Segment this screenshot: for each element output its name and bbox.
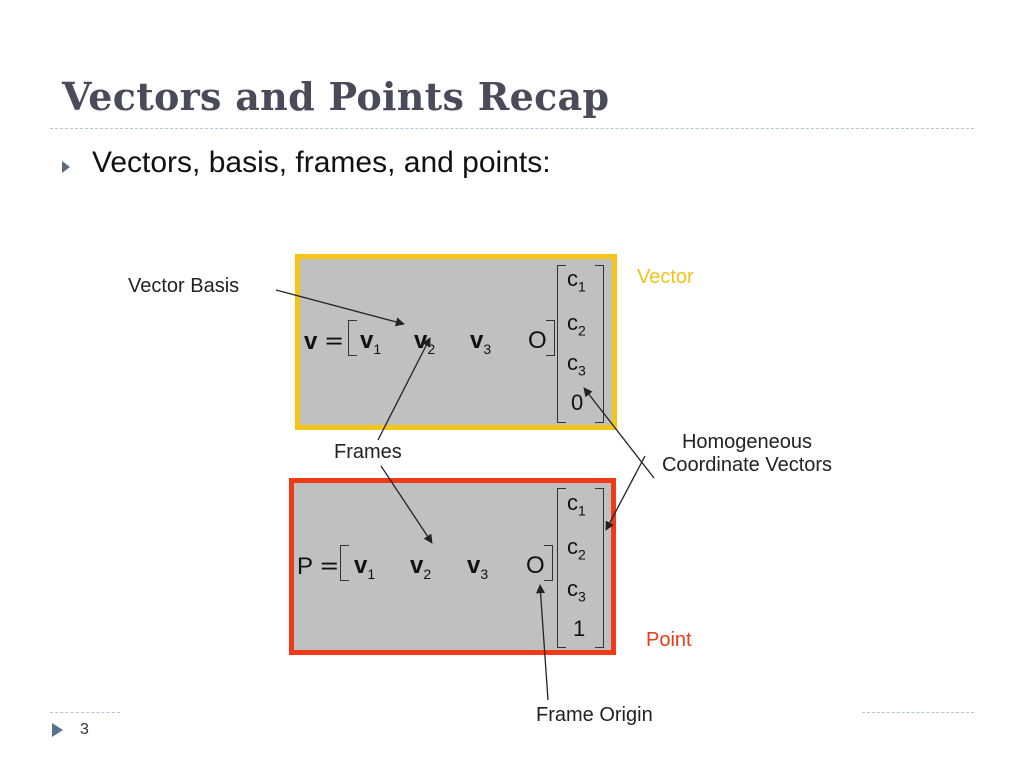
vector-coord-c3: c3 [567, 350, 586, 379]
vector-coord-w: 0 [571, 390, 584, 415]
frames-label: Frames [334, 441, 402, 463]
point-basis-v2: v2 [410, 552, 432, 582]
slide-title: Vectors and Points Recap [62, 74, 610, 119]
point-coord-w: 1 [573, 616, 586, 641]
homogeneous-label: Homogeneous Coordinate Vectors [636, 431, 858, 477]
vector-coord-c1: c1 [567, 266, 586, 295]
vector-basis-right-bracket [546, 320, 555, 356]
vector-basis-v2: v2 [414, 327, 436, 357]
point-basis-v3: v3 [467, 552, 489, 582]
slide-number: 3 [80, 721, 89, 738]
point-coords-right-bracket [595, 488, 604, 648]
vector-coord-c2: c2 [567, 310, 586, 339]
point-lhs: P [297, 553, 313, 580]
vector-basis-v1: v1 [360, 327, 382, 357]
point-coord-c1: c1 [567, 490, 586, 519]
vector-tag: Vector [637, 266, 694, 288]
point-equation: P = [297, 552, 339, 581]
point-coord-c2: c2 [567, 534, 586, 563]
frame-origin-label: Frame Origin [536, 704, 653, 726]
point-basis-left-bracket [340, 545, 349, 581]
point-basis-right-bracket [544, 545, 553, 581]
vector-coords-right-bracket [595, 265, 604, 423]
point-box [289, 478, 616, 655]
point-origin: O [526, 552, 545, 579]
bullet-triangle-icon [62, 161, 70, 173]
title-divider [50, 128, 974, 129]
point-coords-left-bracket [557, 488, 566, 648]
vector-basis-label: Vector Basis [128, 275, 240, 297]
vector-origin: O [528, 327, 547, 354]
vector-equals: = [324, 327, 345, 355]
point-coord-c3: c3 [567, 576, 586, 605]
vector-coords-left-bracket [557, 265, 566, 423]
footer-divider-right [862, 712, 974, 713]
vector-basis-left-bracket [348, 320, 357, 356]
footer-divider-left [50, 712, 120, 713]
point-equals: = [319, 552, 340, 580]
point-tag: Point [646, 629, 692, 651]
homogeneous-label-line1: Homogeneous [681, 431, 813, 453]
vector-equation: v = [304, 327, 344, 356]
vector-basis-v3: v3 [470, 327, 492, 357]
footer-triangle-icon [52, 723, 63, 737]
bullet-text: Vectors, basis, frames, and points: [92, 146, 551, 179]
point-basis-v1: v1 [354, 552, 376, 582]
homogeneous-label-line2: Coordinate Vectors [661, 454, 833, 476]
vector-lhs: v [304, 328, 318, 355]
